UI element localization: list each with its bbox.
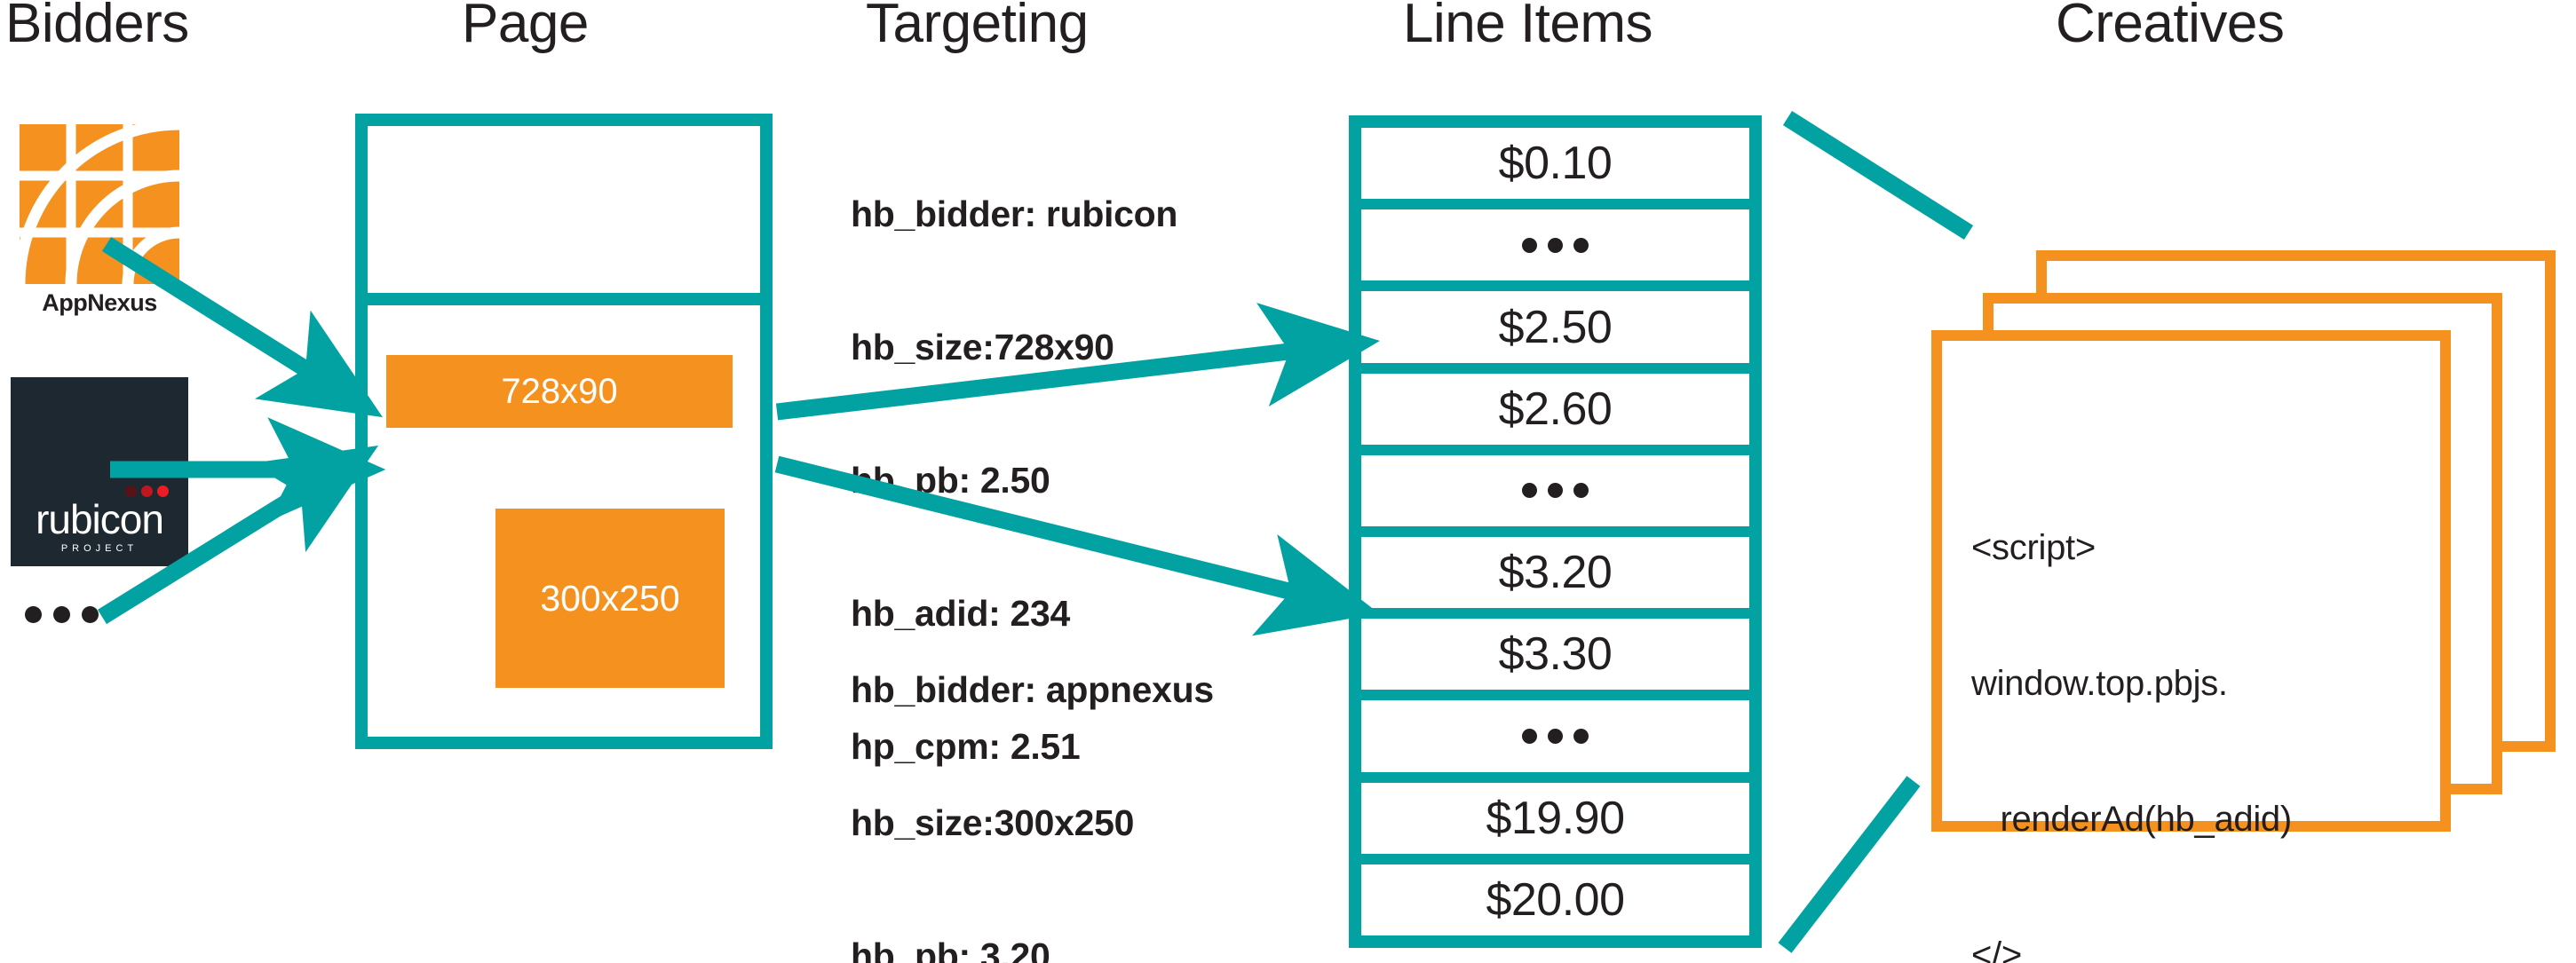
appnexus-logo-label: AppNexus: [42, 289, 157, 316]
targeting-line: hb_size:300x250: [851, 802, 1135, 843]
column-header-line-items: Line Items: [1403, 0, 1653, 54]
column-header-creatives: Creatives: [2056, 0, 2285, 54]
bidders-more-ellipsis: [25, 606, 99, 623]
creative-card-front[interactable]: [1931, 330, 2451, 832]
line-item-row[interactable]: $20.00: [1361, 864, 1749, 936]
page-header-divider: [355, 293, 773, 305]
connector-lineitems-to-creatives-bottom: [1778, 776, 1921, 953]
rubicon-subtitle: PROJECT: [60, 543, 139, 554]
connector-lineitems-to-creatives-top: [1782, 110, 1974, 241]
appnexus-logo-icon: [20, 124, 179, 284]
ellipsis-icon: [1522, 729, 1589, 745]
line-item-row[interactable]: $19.90: [1361, 782, 1749, 864]
ellipsis-icon: [1522, 483, 1589, 499]
line-item-row[interactable]: [1361, 209, 1749, 292]
targeting-block-appnexus: hb_bidder: appnexus hb_size:300x250 hb_p…: [851, 579, 1214, 963]
ellipsis-icon: [1522, 237, 1589, 253]
targeting-line: hb_pb: 2.50: [851, 460, 1050, 501]
line-items-stack: $0.10 $2.50 $2.60 $3.20 $3.30 $19.90 $20…: [1349, 115, 1762, 948]
column-header-targeting: Targeting: [866, 0, 1089, 54]
rubicon-logo-icon: rubicon PROJECT: [11, 377, 188, 566]
line-item-row[interactable]: $0.10: [1361, 128, 1749, 210]
ad-slot-300x250[interactable]: 300x250: [495, 509, 725, 688]
line-item-row[interactable]: $3.30: [1361, 619, 1749, 701]
rubicon-wordmark: rubicon: [36, 496, 164, 542]
creative-code-line: </>: [1971, 935, 2022, 963]
creative-code-line: window.top.pbjs.: [1971, 664, 2228, 703]
targeting-line: hb_bidder: appnexus: [851, 669, 1214, 710]
line-item-row[interactable]: [1361, 700, 1749, 783]
line-item-row[interactable]: $3.20: [1361, 537, 1749, 620]
line-item-row[interactable]: $2.50: [1361, 291, 1749, 374]
creative-code-snippet: <script> window.top.pbjs. renderAd(hb_ad…: [1971, 435, 2433, 963]
column-header-bidders: Bidders: [5, 0, 189, 54]
creative-code-line: <script>: [1971, 528, 2096, 567]
targeting-line: hb_size:728x90: [851, 327, 1114, 367]
creative-code-line: renderAd(hb_adid): [1971, 800, 2292, 839]
line-item-row[interactable]: [1361, 454, 1749, 538]
targeting-line: hb_bidder: rubicon: [851, 193, 1178, 234]
targeting-line: hp_cpm: 2.51: [851, 726, 1081, 767]
column-header-page: Page: [462, 0, 589, 54]
targeting-line: hb_pb: 3.20: [851, 935, 1050, 963]
ad-slot-728x90[interactable]: 728x90: [386, 355, 733, 428]
line-item-row[interactable]: $2.60: [1361, 373, 1749, 455]
